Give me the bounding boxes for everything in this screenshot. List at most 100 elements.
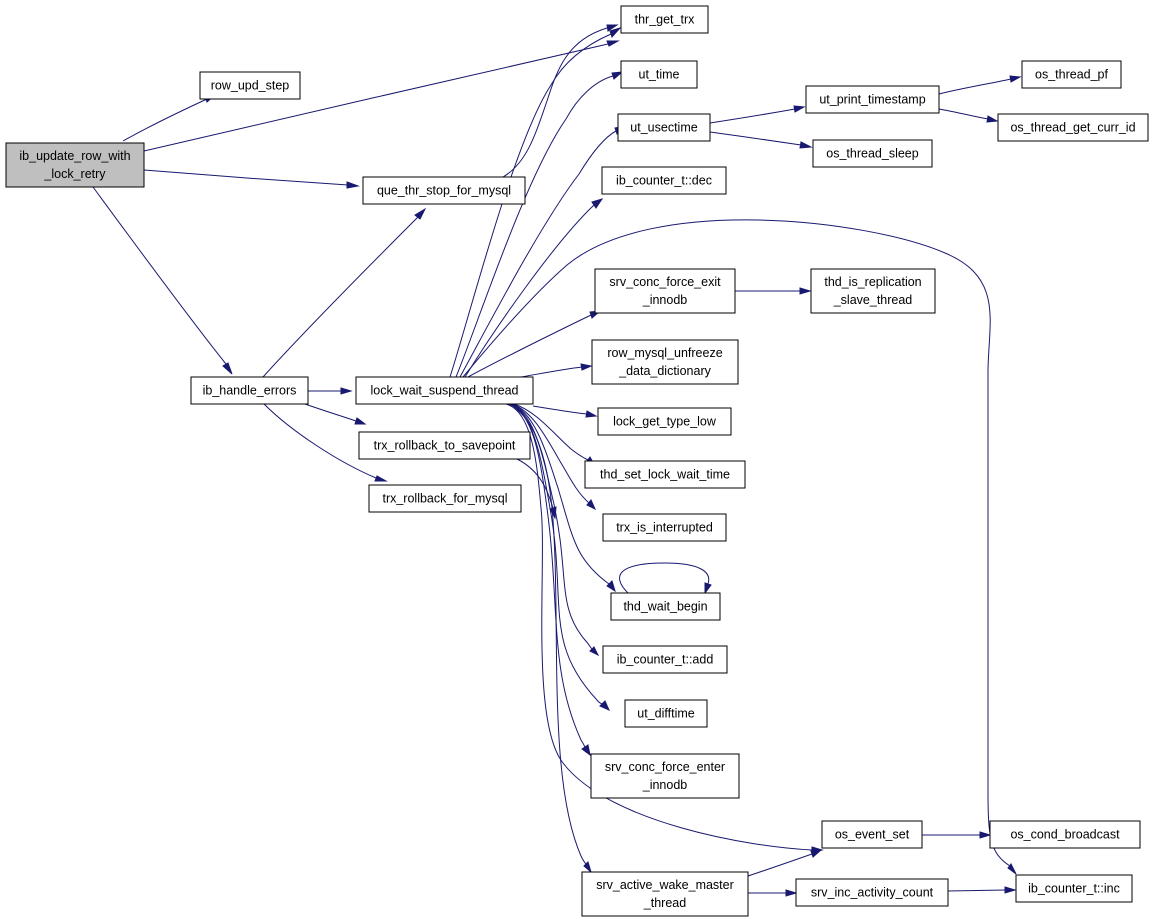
arrowhead-icon [580, 363, 593, 371]
arrowhead-icon [609, 27, 622, 38]
node-label: row_mysql_unfreeze [607, 346, 722, 360]
node-box [810, 268, 936, 314]
call-edge-line [143, 43, 609, 152]
node-ib-counter-dec[interactable]: ib_counter_t::dec [601, 166, 727, 195]
call-edge-line [947, 889, 1007, 892]
arrowhead-icon [549, 506, 557, 520]
node-srv-inc-activity-count[interactable]: srv_inc_activity_count [795, 878, 949, 907]
node-label: ut_print_timestamp [819, 93, 925, 107]
node-thd-set-lock-wait-time[interactable]: thd_set_lock_wait_time [584, 460, 746, 489]
call-edge-line [122, 98, 208, 142]
node-srv-conc-force-exit-innodb[interactable]: srv_conc_force_exit_innodb [594, 268, 736, 314]
node-box [1015, 874, 1133, 903]
call-edge [143, 40, 620, 152]
node-box [620, 60, 698, 89]
call-edge-line [449, 33, 612, 378]
node-lock-wait-suspend-thread[interactable]: lock_wait_suspend_thread [355, 376, 534, 405]
node-label: trx_rollback_to_savepoint [374, 439, 516, 453]
arrowhead-icon [340, 387, 353, 395]
node-box [617, 113, 711, 142]
call-edges [92, 24, 1022, 897]
node-os-thread-pf[interactable]: os_thread_pf [1021, 60, 1122, 89]
node-ut-time[interactable]: ut_time [620, 60, 698, 89]
node-label: thd_is_replication [824, 275, 921, 289]
call-edge [735, 287, 812, 295]
node-label: _innodb [642, 778, 688, 792]
arrowhead-icon [222, 362, 233, 375]
arrowhead-icon [810, 849, 823, 858]
node-ib-update-row-with-lock-retry[interactable]: ib_update_row_with _lock_retry [5, 142, 145, 188]
node-label: os_thread_pf [1035, 68, 1109, 82]
node-box [602, 645, 728, 674]
call-edge [263, 403, 388, 482]
node-label: ib_update_row_with [19, 149, 130, 163]
call-edge [92, 186, 233, 375]
node-os-event-set[interactable]: os_event_set [821, 820, 923, 849]
call-edge [510, 403, 616, 593]
call-edge-line [505, 403, 587, 865]
node-label: srv_inc_activity_count [811, 886, 934, 900]
node-label: ib_handle_errors [203, 384, 297, 398]
node-ib-handle-errors[interactable]: ib_handle_errors [190, 376, 309, 405]
node-os-thread-sleep[interactable]: os_thread_sleep [812, 139, 933, 168]
call-edge-line [467, 314, 592, 378]
node-row-upd-step[interactable]: row_upd_step [199, 71, 301, 100]
node-os-thread-get-curr-id[interactable]: os_thread_get_curr_id [997, 113, 1149, 142]
arrowhead-icon [581, 744, 591, 757]
node-box [812, 139, 933, 168]
node-srv-active-wake-master-thread[interactable]: srv_active_wake_master_thread [581, 871, 749, 917]
arrowhead-icon [1007, 863, 1017, 875]
call-edge [508, 403, 610, 711]
node-label: _data_dictionary [618, 364, 711, 378]
call-edge-line [455, 75, 614, 378]
node-trx-is-interrupted[interactable]: trx_is_interrupted [602, 513, 727, 542]
node-thr-get-trx[interactable]: thr_get_trx [620, 5, 709, 34]
node-srv-conc-force-enter-innodb[interactable]: srv_conc_force_enter_innodb [590, 753, 740, 799]
node-ut-difftime[interactable]: ut_difftime [624, 699, 708, 728]
node-row-mysql-unfreeze-data-dictionary[interactable]: row_mysql_unfreeze _data_dictionary [591, 339, 739, 385]
call-edge-line [513, 403, 589, 461]
call-edge [619, 562, 712, 595]
call-edge [520, 363, 593, 378]
arrowhead-icon [606, 40, 620, 47]
node-os-cond-broadcast[interactable]: os_cond_broadcast [989, 820, 1141, 849]
call-edge [516, 458, 557, 520]
call-edge-line [510, 403, 610, 585]
call-edge-line [92, 186, 227, 365]
call-edge [308, 387, 353, 395]
node-trx-rollback-for-mysql[interactable]: trx_rollback_for_mysql [368, 484, 522, 513]
arrowhead-icon [374, 475, 388, 482]
node-label: thd_set_lock_wait_time [600, 468, 730, 482]
node-box [355, 376, 534, 405]
node-ut-print-timestamp[interactable]: ut_print_timestamp [805, 85, 940, 114]
call-edge-line [938, 78, 1012, 95]
arrowhead-icon [785, 889, 798, 897]
node-box [199, 71, 301, 100]
node-que-thr-stop-for-mysql[interactable]: que_thr_stop_for_mysql [362, 176, 526, 205]
call-edge [709, 105, 806, 124]
call-edge-line [532, 405, 588, 415]
node-ib-counter-inc[interactable]: ib_counter_t::inc [1015, 874, 1133, 903]
node-lock-get-type-low[interactable]: lock_get_type_low [597, 407, 732, 436]
node-ut-usectime[interactable]: ut_usectime [617, 113, 711, 142]
node-label: _lock_retry [43, 167, 106, 181]
node-label: os_thread_sleep [826, 147, 918, 161]
call-edge [262, 207, 427, 378]
arrowhead-icon [606, 580, 616, 593]
call-edge-line [502, 27, 608, 178]
node-label: _thread [643, 896, 686, 910]
node-label: ut_difftime [637, 707, 694, 721]
node-thd-is-replication-slave-thread[interactable]: thd_is_replication_slave_thread [810, 268, 936, 314]
node-ib-counter-add[interactable]: ib_counter_t::add [602, 645, 728, 674]
node-label: ib_counter_t::inc [1028, 882, 1120, 896]
call-edge-line [520, 366, 583, 378]
node-thd-wait-begin[interactable]: thd_wait_begin [610, 592, 721, 621]
node-box [989, 820, 1141, 849]
node-label: ib_counter_t::add [617, 653, 714, 667]
node-box [190, 376, 309, 405]
node-label: ut_time [639, 68, 680, 82]
call-edge-line [508, 403, 586, 748]
node-label: lock_get_type_low [613, 415, 717, 429]
node-trx-rollback-to-savepoint[interactable]: trx_rollback_to_savepoint [358, 431, 531, 460]
